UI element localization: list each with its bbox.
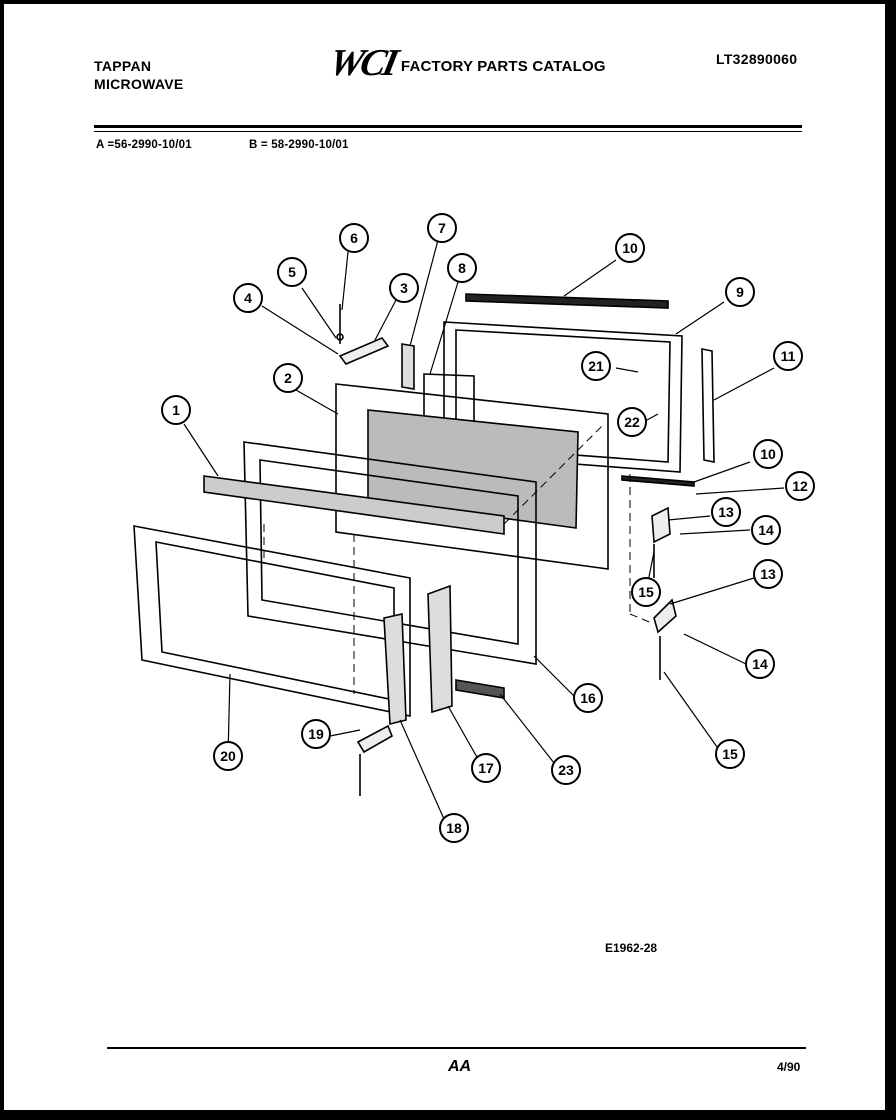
svg-text:3: 3: [400, 280, 408, 296]
catalog-header: WCI FACTORY PARTS CATALOG: [326, 42, 606, 84]
lower-strip-10: [621, 475, 695, 487]
diagram-drawing: [133, 239, 785, 829]
svg-text:21: 21: [588, 358, 604, 374]
catalog-number: LT32890060: [716, 51, 798, 67]
callout-13-upper: 13: [711, 497, 741, 527]
header-rule-thin: [94, 131, 802, 132]
footer-rule: [107, 1047, 806, 1049]
svg-text:22: 22: [624, 414, 640, 430]
callout-19: 19: [301, 719, 331, 749]
svg-text:4: 4: [244, 290, 252, 306]
callout-3: 3: [389, 273, 419, 303]
callout-4: 4: [233, 283, 263, 313]
hinge-19: [356, 724, 394, 754]
svg-text:9: 9: [736, 284, 744, 300]
svg-text:10: 10: [622, 240, 638, 256]
top-rail-1: [203, 475, 505, 535]
catalog-title: FACTORY PARTS CATALOG: [400, 57, 606, 75]
brand-line-1: TAPPAN: [94, 58, 152, 74]
svg-text:23: 23: [558, 762, 574, 778]
handle-18: [383, 613, 407, 726]
svg-text:14: 14: [752, 656, 768, 672]
door-back-2: [335, 383, 609, 570]
leader-lines: [183, 239, 785, 829]
door-back-2-mesh-area: [367, 409, 579, 529]
callout-8: 8: [447, 253, 477, 283]
callout-15-upper: 15: [631, 577, 661, 607]
callout-7: 7: [427, 213, 457, 243]
inner-door-frame-9-inner: [455, 329, 671, 463]
brand-line-2: MICROWAVE: [94, 76, 184, 92]
callout-1: 1: [161, 395, 191, 425]
svg-text:16: 16: [580, 690, 596, 706]
svg-text:15: 15: [638, 584, 654, 600]
svg-text:15: 15: [722, 746, 738, 762]
svg-text:19: 19: [308, 726, 324, 742]
svg-text:17: 17: [478, 760, 494, 776]
svg-text:18: 18: [446, 820, 462, 836]
svg-text:13: 13: [718, 504, 734, 520]
model-a: A =56-2990-10/01: [96, 139, 192, 151]
model-b: B = 58-2990-10/01: [249, 139, 349, 151]
callout-21: 21: [581, 351, 611, 381]
svg-text:1: 1: [172, 402, 180, 418]
callout-10-lower: 10: [753, 439, 783, 469]
callout-22: 22: [617, 407, 647, 437]
header-rule: [94, 125, 802, 128]
svg-text:7: 7: [438, 220, 446, 236]
exploded-parts-diagram: 1 2 3 4 5 6 7 8 9 10 10 11 12 13 13 14 1…: [133, 213, 815, 843]
callout-20: 20: [213, 741, 243, 771]
callout-6: 6: [339, 223, 369, 253]
assembly-lines: [263, 423, 655, 694]
callout-11: 11: [773, 341, 803, 371]
bracket-3: [338, 337, 390, 365]
hinge-13-lower: [653, 598, 677, 634]
door-frame-16-inner: [259, 459, 519, 645]
strip-23: [455, 679, 505, 699]
washer-5: [336, 333, 344, 341]
callout-15-lower: 15: [715, 739, 745, 769]
handle-17: [427, 584, 453, 714]
svg-text:5: 5: [288, 264, 296, 280]
top-strip-10: [465, 293, 669, 309]
page-date: 4/90: [777, 1060, 801, 1074]
callout-14-lower: 14: [745, 649, 775, 679]
svg-text:2: 2: [284, 370, 292, 386]
callout-12: 12: [785, 471, 815, 501]
drawing-id: E1962-28: [605, 941, 658, 955]
parts-catalog-page: TAPPAN MICROWAVE WCI FACTORY PARTS CATAL…: [4, 4, 885, 1110]
callout-5: 5: [277, 257, 307, 287]
callout-16: 16: [573, 683, 603, 713]
callout-10-top: 10: [615, 233, 645, 263]
svg-text:10: 10: [760, 446, 776, 462]
callout-17: 17: [471, 753, 501, 783]
callout-23: 23: [551, 755, 581, 785]
callouts: 1 2 3 4 5 6 7 8 9 10 10 11 12 13 13 14 1…: [161, 213, 815, 843]
callout-14-upper: 14: [751, 515, 781, 545]
svg-text:6: 6: [350, 230, 358, 246]
svg-text:14: 14: [758, 522, 774, 538]
svg-text:20: 20: [220, 748, 236, 764]
inner-door-frame-9: [443, 321, 683, 473]
page-code: AA: [448, 1058, 472, 1075]
svg-text:11: 11: [781, 348, 796, 364]
svg-text:13: 13: [760, 566, 776, 582]
door-frame-16: [243, 441, 537, 665]
strip-7: [401, 343, 415, 390]
svg-text:8: 8: [458, 260, 466, 276]
callout-9: 9: [725, 277, 755, 307]
brand-name: TAPPAN MICROWAVE: [94, 57, 184, 93]
hinge-13-upper: [651, 506, 671, 544]
callout-2: 2: [273, 363, 303, 393]
callout-18: 18: [439, 813, 469, 843]
side-strip-11: [701, 348, 715, 463]
outer-door-20: [133, 525, 411, 717]
callout-13-lower: 13: [753, 559, 783, 589]
svg-text:12: 12: [792, 478, 808, 494]
